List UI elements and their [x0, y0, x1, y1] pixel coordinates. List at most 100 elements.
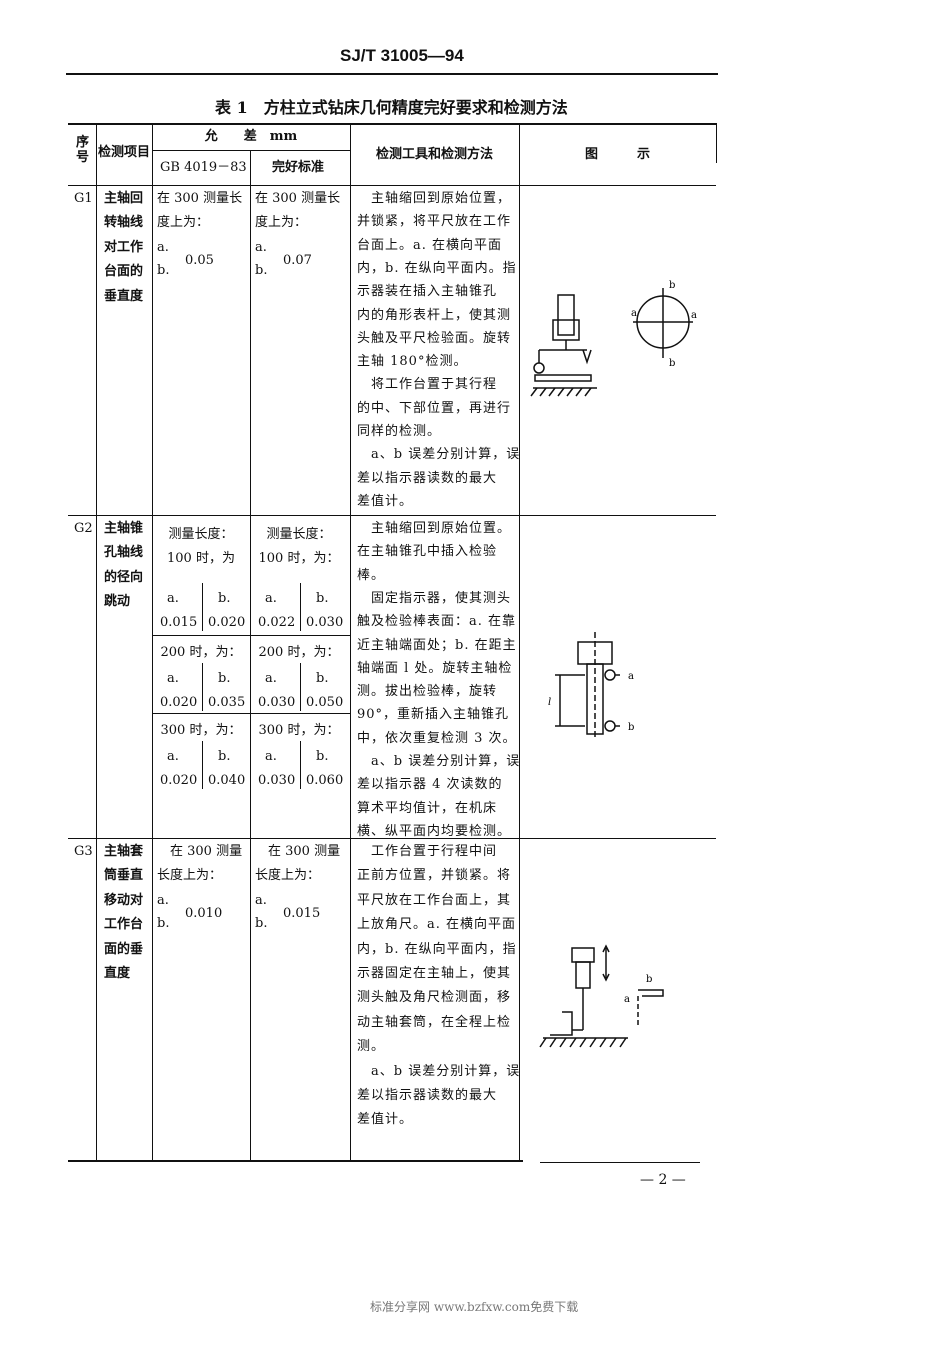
label-a: a.: [157, 240, 169, 255]
item-line: 主轴锥: [104, 521, 144, 536]
label-b: b.: [316, 671, 329, 686]
table-rule: [68, 185, 716, 186]
length-label: 200 时，为：: [160, 645, 242, 660]
table-rule: [250, 150, 251, 1160]
label-b: b.: [157, 263, 170, 278]
label-b: b.: [218, 591, 231, 606]
tolerance-text: 度上为：: [255, 215, 308, 231]
value-a: 0.015: [160, 615, 198, 630]
header-rule: [66, 73, 718, 75]
tolerance-text: 测量长度：: [266, 527, 332, 542]
tolerance-value: 0.07: [283, 253, 312, 268]
method-line: 主轴缩回到原始位置。: [357, 521, 512, 536]
row-id: G2: [74, 521, 93, 536]
table-rule: [68, 1160, 523, 1162]
method-line: 差以指示器 4 次读数的: [357, 777, 503, 793]
method-line: 在主轴锥孔中插入检验: [357, 544, 498, 560]
method-line: 90°，重新插入主轴锥孔: [357, 707, 510, 723]
fig-label-b: b: [669, 280, 675, 291]
item-line: 垂直度: [104, 288, 144, 304]
label-b: b.: [255, 263, 268, 278]
tolerance-text: 在 300 测量: [157, 844, 243, 859]
method-line: 同样的检测。: [357, 424, 442, 439]
value-a: 0.030: [258, 695, 296, 710]
fig-label-a: a: [624, 994, 630, 1005]
method-line: 触及检验棒表面：a. 在靠: [357, 614, 517, 630]
label-b: b.: [255, 916, 268, 931]
item-line: 跳动: [104, 594, 131, 610]
header-tolerance: 允 差 mm: [204, 129, 298, 144]
tolerance-text: 100 时，为: [167, 551, 235, 566]
method-line: 棒。: [357, 567, 386, 583]
method-line: 示器固定在主轴上，使其: [357, 966, 512, 981]
item-line: 对工作: [104, 239, 144, 255]
table-rule: [300, 583, 301, 631]
length-label: 300 时，为：: [258, 723, 340, 738]
method-line: 正前方位置，并锁紧。将: [357, 868, 512, 884]
tolerance-text: 100 时，为：: [258, 551, 340, 566]
method-line: 内的角形表杆上，使其测: [357, 307, 512, 323]
fig-label-a: a: [631, 308, 637, 319]
method-line: 算术平均值计，在机床: [357, 800, 498, 816]
method-line: 差以指示器读数的最大: [357, 470, 498, 486]
label-b: b.: [218, 671, 231, 686]
method-line: 内，b. 在纵向平面内。指: [357, 260, 517, 276]
method-line: 轴端面 l 处。旋转主轴检: [357, 660, 513, 676]
header-seq: 序号: [76, 135, 90, 165]
method-line: 并锁紧，将平尺放在工作: [357, 214, 512, 230]
value-b: 0.020: [208, 615, 246, 630]
tolerance-value: 0.010: [185, 906, 223, 921]
length-label: 200 时，为：: [258, 645, 340, 660]
g2-figure: l ab: [548, 632, 634, 738]
item-line: 直度: [104, 966, 131, 981]
watermark: 标准分享网 www.bzfxw.com免费下载: [370, 1300, 579, 1314]
tolerance-text: 长度上为：: [157, 868, 223, 884]
label-b: b.: [316, 591, 329, 606]
fig-label-a: a: [628, 671, 634, 682]
method-line: 工作台置于行程中间: [357, 844, 498, 859]
item-line: 移动对: [104, 892, 144, 908]
method-line: 主轴缩回到原始位置，: [357, 191, 512, 206]
item-line: 工作台: [104, 917, 144, 933]
tolerance-text: 在 300 测量长: [255, 191, 341, 206]
method-line: 主轴 180°检测。: [357, 354, 468, 370]
method-line: 中，依次重复检测 3 次。: [357, 730, 517, 746]
header-good: 完好标准: [272, 160, 325, 175]
table-rule: [68, 515, 716, 516]
item-line: 筒垂直: [104, 868, 144, 884]
item-line: 面的垂: [104, 941, 144, 957]
method-line: 差以指示器读数的最大: [357, 1088, 498, 1103]
standard-code: SJ/T 31005—94: [340, 46, 464, 65]
length-label: 300 时，为：: [160, 723, 242, 738]
value-a: 0.020: [160, 695, 198, 710]
label-b: b.: [157, 916, 170, 931]
value-a: 0.020: [160, 773, 198, 788]
value-a: 0.022: [258, 615, 296, 630]
table-rule: [152, 635, 350, 636]
header-figure: 图 示: [584, 147, 650, 162]
table-rule: [300, 741, 301, 789]
item-line: 孔轴线: [104, 545, 144, 561]
fig-label-l: l: [548, 697, 551, 708]
row-id: G1: [74, 191, 93, 206]
label-a: a.: [265, 671, 277, 686]
tolerance-text: 长度上为：: [255, 868, 321, 884]
method-line: 测。: [357, 1039, 386, 1055]
method-line: 上放角尺。a. 在横向平面: [357, 917, 517, 933]
method-line: a、b 误差分别计算，误: [357, 754, 521, 769]
header-item: 检测项目: [98, 145, 151, 160]
table-rule: [152, 713, 350, 714]
table-rule: [96, 123, 97, 1161]
item-line: 主轴套: [104, 844, 144, 859]
fig-label-b: b: [669, 358, 675, 369]
label-a: a.: [265, 591, 277, 606]
label-a: a.: [255, 893, 267, 908]
label-a: a.: [255, 240, 267, 255]
method-line: 将工作台置于其行程: [357, 377, 498, 393]
method-line: 头触及平尺检验面。旋转: [357, 330, 512, 346]
tolerance-text: 度上为：: [157, 215, 210, 231]
method-line: 的中、下部位置，再进行: [357, 400, 512, 416]
table-rule: [202, 663, 203, 711]
table-rule: [202, 583, 203, 631]
